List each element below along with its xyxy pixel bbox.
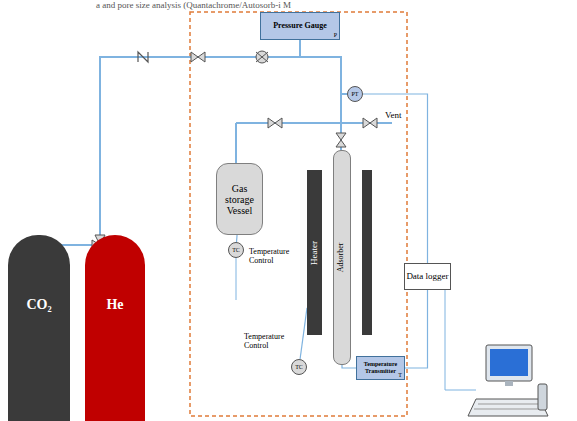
adsorber-column: Adsorber bbox=[333, 150, 351, 365]
heater-bar bbox=[362, 170, 372, 335]
ball-valve bbox=[256, 51, 268, 63]
signal-line bbox=[236, 258, 237, 300]
node-label: Pressure Gauge bbox=[273, 22, 327, 31]
signal-connector bbox=[405, 290, 428, 368]
check-valve bbox=[138, 52, 148, 62]
signal-line bbox=[445, 290, 476, 390]
heater: Heater bbox=[307, 170, 322, 335]
cropped-caption: a and pore size analysis (Quantachrome/A… bbox=[96, 1, 291, 11]
node-tag: T bbox=[398, 372, 402, 379]
he-cylinder: He bbox=[85, 235, 145, 421]
control-label: Temperature Control bbox=[249, 248, 301, 266]
co2-cylinder: CO₂ bbox=[8, 235, 70, 421]
data-logger-box: Data logger bbox=[404, 263, 451, 290]
pressure-gauge-box: Pressure GaugeP bbox=[260, 12, 340, 40]
control-label: Temperature Control bbox=[244, 333, 296, 351]
signal-connector bbox=[342, 365, 356, 368]
enclosure-boundary bbox=[190, 12, 407, 416]
temperature-controller: TC bbox=[228, 242, 244, 258]
temperature-controller: TC bbox=[291, 359, 307, 375]
signal-connector bbox=[236, 235, 238, 242]
node-tag: P bbox=[334, 32, 337, 39]
node-label: He bbox=[106, 297, 123, 312]
node-label: Data logger bbox=[406, 272, 448, 282]
pressure-transmitter: PT bbox=[347, 86, 363, 102]
node-label: TC bbox=[232, 247, 240, 254]
node-label: TC bbox=[295, 364, 303, 371]
node-label: Gas storage Vessel bbox=[217, 183, 262, 216]
node-label: Temperature Transmitter bbox=[357, 361, 404, 374]
node-label: PT bbox=[351, 91, 358, 98]
node-label: CO₂ bbox=[26, 297, 51, 312]
node-label: Adsorber bbox=[338, 243, 347, 273]
node-label: Heater bbox=[310, 241, 320, 265]
vent-label: Vent bbox=[385, 111, 409, 121]
valve bbox=[191, 52, 205, 62]
temperature-transmitter-box: Temperature TransmitterT bbox=[356, 356, 405, 380]
signal-connector bbox=[363, 94, 428, 263]
gas-storage-vessel: Gas storage Vessel bbox=[216, 163, 263, 235]
signal-connector bbox=[300, 308, 307, 359]
computer-icon bbox=[468, 345, 548, 416]
valve bbox=[268, 118, 377, 147]
